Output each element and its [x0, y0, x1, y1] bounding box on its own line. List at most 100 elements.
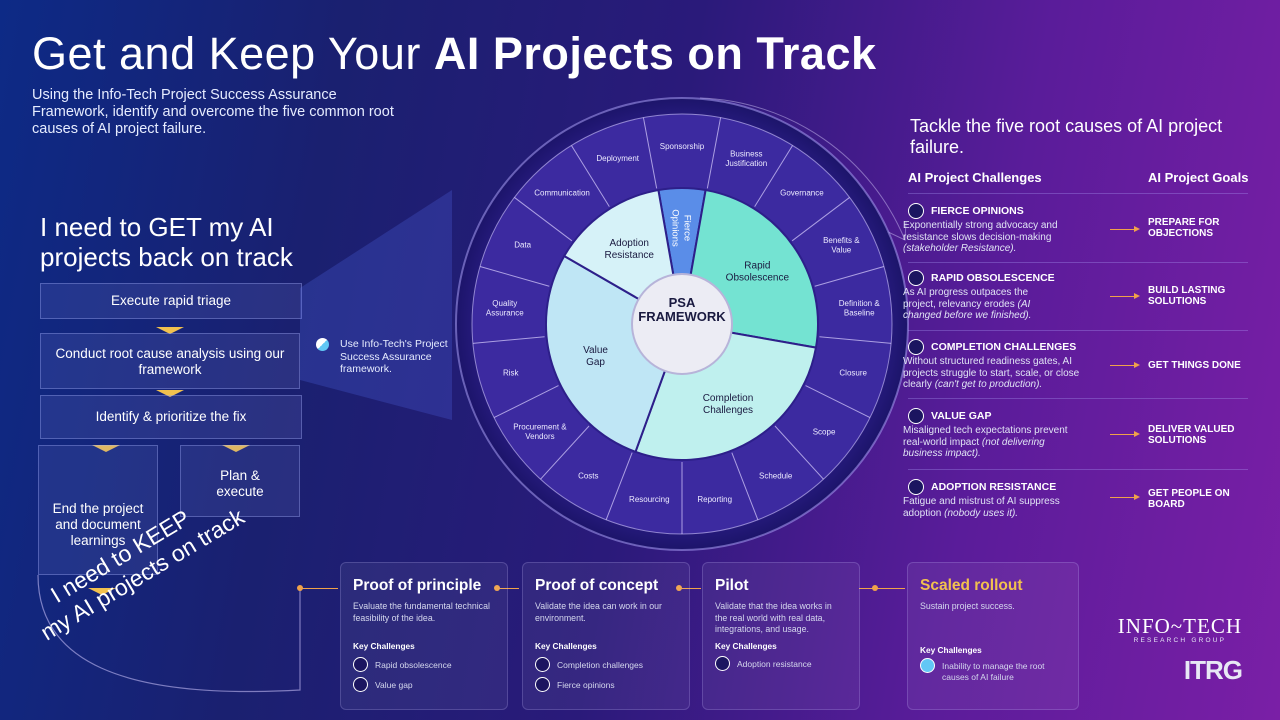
outer-label: Resourcing	[629, 495, 669, 504]
timeline-line	[300, 588, 338, 589]
key-challenge-item: Value gap	[353, 677, 413, 692]
psa-note: Use Info-Tech's Project Success Assuranc…	[316, 338, 480, 376]
challenge-title: COMPLETION CHALLENGES	[931, 341, 1077, 353]
challenge-note: (not delivering business impact).	[903, 436, 1045, 460]
key-challenge-item: Adoption resistance	[715, 656, 812, 671]
outer-label: Scope	[813, 427, 836, 436]
step-root-cause: Conduct root cause analysis using our fr…	[40, 333, 300, 389]
key-challenge-item: Fierce opinions	[535, 677, 615, 692]
challenge-title: RAPID OBSOLESCENCE	[931, 272, 1055, 284]
challenge-row: ADOPTION RESISTANCE Fatigue and mistrust…	[903, 479, 1248, 519]
wheel-spoke	[493, 385, 559, 419]
wheel-spoke	[479, 266, 550, 287]
phase-card-concept: Proof of concept Validate the idea can w…	[522, 562, 690, 710]
goal-label: BUILD LASTING SOLUTIONS	[1148, 285, 1226, 307]
outer-label: Risk	[503, 369, 520, 378]
branch-end-project: End the project and document learnings	[38, 445, 158, 575]
chevron-icon	[88, 588, 116, 595]
wheel-spoke	[805, 385, 871, 419]
goal-label: GET PEOPLE ON BOARD	[1148, 488, 1230, 510]
phase-title: Scaled rollout	[920, 577, 1023, 594]
col-goals: AI Project Goals	[1148, 170, 1249, 185]
core-segment-label: FierceOpinions	[670, 209, 693, 247]
key-challenges-label: Key Challenges	[353, 641, 415, 651]
itrg-logo: ITRG	[1183, 655, 1243, 685]
challenge-note: (nobody uses it).	[944, 507, 1019, 519]
key-challenges-label: Key Challenges	[715, 641, 777, 651]
goal-label: PREPARE FOR OBJECTIONS	[1148, 217, 1220, 239]
divider	[908, 469, 1248, 470]
pie-icon	[715, 656, 730, 671]
challenge-desc: Exponentially strong advocacy and resist…	[903, 220, 1058, 243]
center-label-1: PSA	[669, 295, 696, 310]
chevron-icon	[156, 390, 184, 397]
wheel-spoke	[706, 117, 722, 189]
phase-title: Pilot	[715, 577, 749, 594]
timeline-dot	[676, 585, 682, 591]
phase-card-rollout: Scaled rollout Sustain project success. …	[907, 562, 1079, 710]
challenge-row: COMPLETION CHALLENGES Without structured…	[903, 339, 1248, 391]
phase-title: Proof of concept	[535, 577, 659, 594]
outer-label: Deployment	[596, 154, 639, 163]
challenge-note: (stakeholder Resistance).	[903, 243, 1017, 255]
challenge-row: FIERCE OPINIONS Exponentially strong adv…	[903, 203, 1248, 255]
wheel-spoke	[819, 336, 892, 344]
phase-card-pilot: Pilot Validate that the idea works in th…	[702, 562, 860, 710]
wheel-spoke	[540, 425, 590, 480]
wheel-spoke	[731, 452, 759, 520]
arrow-icon	[1110, 431, 1140, 437]
challenge-note: (can't get to production).	[934, 379, 1043, 391]
arrow-icon	[1110, 494, 1140, 500]
chevron-icon	[92, 445, 120, 452]
wheel-spoke	[514, 197, 573, 242]
pie-icon	[353, 677, 368, 692]
timeline-dot	[872, 585, 878, 591]
info-tech-logo: INFO~TECH RESEARCH GROUP	[1118, 614, 1242, 644]
timeline-line	[679, 588, 701, 589]
logo-tagline: RESEARCH GROUP	[1133, 637, 1227, 644]
wheel-spoke	[472, 336, 545, 344]
col-challenges: AI Project Challenges	[908, 170, 1042, 185]
wheel-spoke	[774, 425, 824, 480]
chevron-icon	[222, 445, 250, 452]
phase-desc: Validate the idea can work in our enviro…	[535, 601, 662, 623]
branch-plan-execute: Plan & execute	[180, 445, 300, 517]
challenge-desc: Fatigue and mistrust of AI suppress adop…	[903, 496, 1060, 519]
title-part2: AI Projects on Track	[433, 28, 877, 79]
key-challenges-label: Key Challenges	[535, 641, 597, 651]
challenge-title: VALUE GAP	[931, 410, 992, 422]
timeline-line	[859, 588, 905, 589]
key-challenges-label: Key Challenges	[920, 645, 982, 655]
wheel-center	[631, 273, 733, 375]
wheel-spoke	[571, 145, 610, 207]
outer-label: Governance	[780, 188, 824, 197]
phase-title: Proof of principle	[353, 577, 482, 594]
arrow-icon	[1110, 226, 1140, 232]
key-challenge-item: Completion challenges	[535, 657, 643, 672]
outer-label: Sponsorship	[660, 142, 705, 151]
title-part1: Get and Keep Your	[32, 28, 434, 79]
wheel-spoke	[605, 452, 633, 520]
wheel-spoke	[754, 145, 793, 207]
outer-label: Reporting	[697, 495, 732, 504]
challenge-row: RAPID OBSOLESCENCE As AI progress outpac…	[903, 270, 1248, 322]
timeline-dot	[494, 585, 500, 591]
phase-desc: Validate that the idea works in the real…	[715, 601, 832, 634]
challenge-title: ADOPTION RESISTANCE	[931, 481, 1057, 493]
challenge-title: FIERCE OPINIONS	[931, 205, 1024, 217]
pie-icon	[535, 677, 550, 692]
goal-label: GET THINGS DONE	[1148, 360, 1241, 371]
key-challenge-item: Inability to manage the root causes of A…	[920, 658, 1052, 682]
challenge-desc: Misaligned tech expectations prevent rea…	[903, 425, 1068, 448]
key-challenge-item: Rapid obsolescence	[353, 657, 452, 672]
outer-label: Data	[514, 241, 531, 250]
phase-desc: Sustain project success.	[920, 601, 1015, 611]
page-title: Get and Keep Your AI Projects on Track	[32, 28, 877, 80]
pie-icon	[908, 339, 924, 355]
